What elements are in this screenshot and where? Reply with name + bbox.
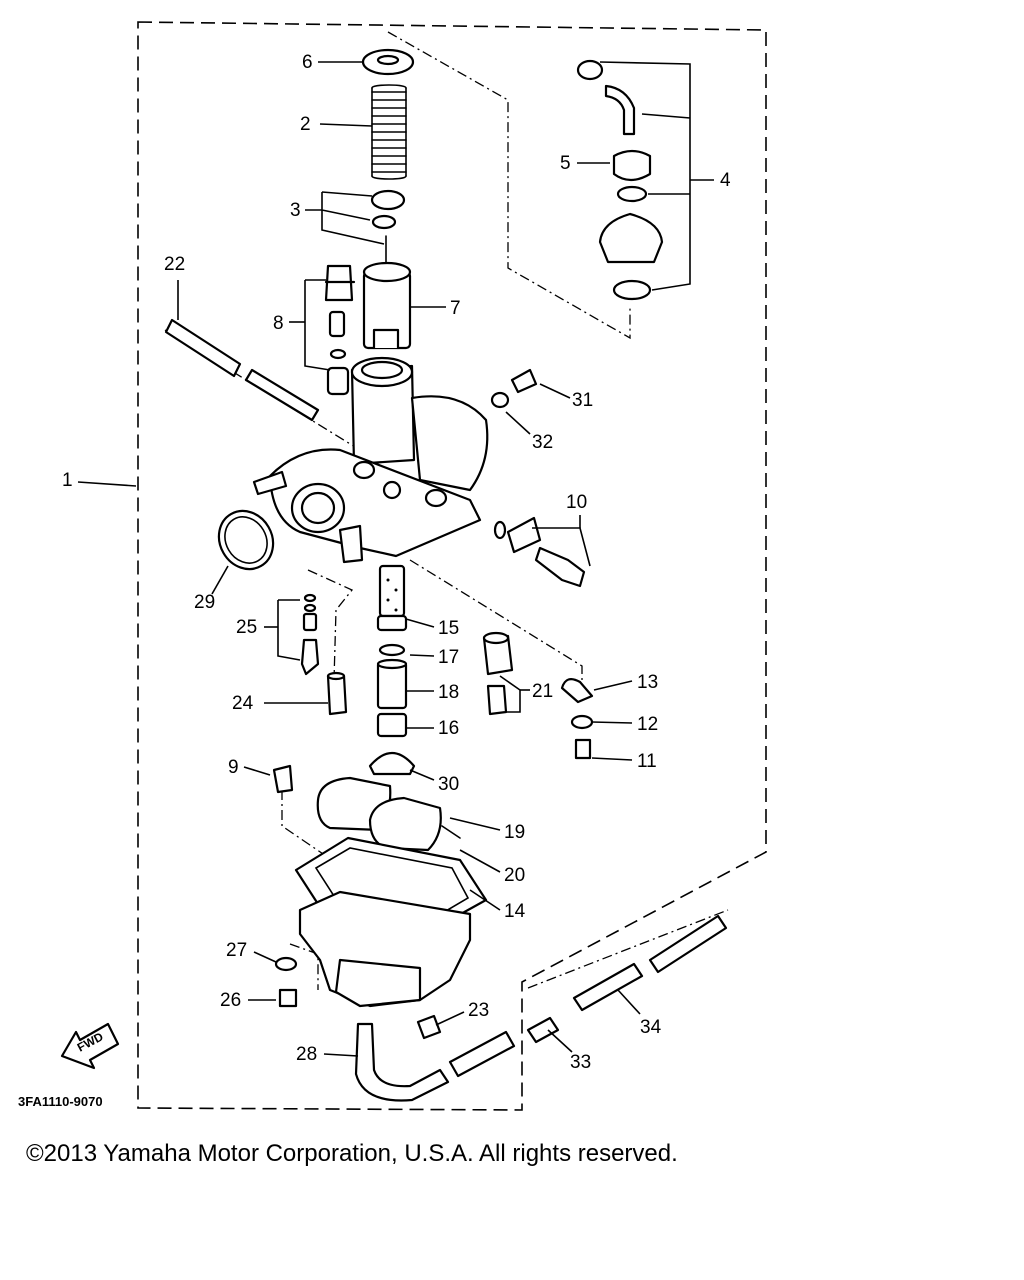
- callout-32: 32: [532, 432, 553, 453]
- callout-4: 4: [720, 170, 731, 191]
- callout-19: 19: [504, 822, 525, 843]
- leader-line-13: [593, 680, 633, 691]
- idle-screw-set: [493, 516, 591, 588]
- leader-line-14: [469, 889, 501, 911]
- callout-25: 25: [236, 617, 257, 638]
- callout-14: 14: [504, 901, 526, 922]
- carburetor-body-part: [252, 356, 489, 564]
- guide-line-bowl: [281, 790, 333, 861]
- overflow-tube-set: [448, 914, 728, 1078]
- callout-34: 34: [640, 1017, 662, 1038]
- callout-20: 20: [504, 865, 525, 886]
- callout-1: 1: [62, 470, 73, 491]
- callout-17: 17: [438, 647, 459, 668]
- callout-9: 9: [228, 757, 239, 778]
- callout-23: 23: [468, 1000, 489, 1021]
- drain-hose-part: [354, 1022, 450, 1102]
- leader-line-9: [243, 766, 271, 776]
- forward-arrow-icon: FWD: [60, 1022, 120, 1070]
- washer-part: [361, 48, 415, 76]
- leader-line-28: [323, 1053, 359, 1057]
- callout-11: 11: [637, 751, 657, 772]
- pilot-screw-set: [277, 593, 320, 676]
- needle-retainer-part: [321, 189, 406, 269]
- callout-8: 8: [273, 313, 284, 334]
- callout-10: 10: [566, 492, 587, 513]
- o-ring-part: [217, 509, 275, 571]
- bowl-drain-screw-part: [416, 1014, 442, 1040]
- leader-line-17: [409, 654, 435, 657]
- leader-line-30: [409, 769, 435, 781]
- guide-line-pipe: [527, 909, 729, 989]
- leader-line-32: [505, 411, 531, 435]
- callout-30: 30: [438, 774, 459, 795]
- drawing-code: 3FA1110-9070: [18, 1094, 103, 1109]
- carburetor-exploded-diagram: FWD 3FA1110-9070 12345678910111213141516…: [18, 21, 767, 1111]
- assembly-boundary: [137, 21, 767, 1111]
- leader-line-34: [617, 989, 641, 1015]
- float-part: [316, 776, 461, 852]
- callout-33: 33: [570, 1052, 591, 1073]
- callout-27: 27: [226, 940, 247, 961]
- throttle-stop-set: [560, 677, 594, 760]
- throttle-spring-part: [371, 84, 407, 180]
- callout-2: 2: [300, 114, 311, 135]
- callout-7: 7: [450, 298, 461, 319]
- guide-line-cap: [387, 31, 631, 340]
- leader-line-33: [547, 1029, 573, 1053]
- leader-line-2: [319, 123, 373, 127]
- top-cap-assembly: [576, 59, 691, 301]
- callout-3: 3: [290, 200, 301, 221]
- leader-line-1: [77, 481, 137, 487]
- leader-line-11: [591, 757, 633, 761]
- callout-29: 29: [194, 592, 215, 613]
- leader-line-29: [211, 565, 229, 595]
- callout-layer: 1234567891011121314151617181920212223242…: [62, 52, 731, 1073]
- callout-18: 18: [438, 682, 459, 703]
- leader-line-27: [253, 951, 277, 963]
- leader-line-19: [449, 817, 501, 831]
- leader-line-12: [591, 721, 633, 724]
- float-bowl-part: [298, 890, 472, 1008]
- vent-hose-part: [164, 318, 320, 422]
- main-jet-stack: [368, 643, 416, 776]
- callout-5: 5: [560, 153, 571, 174]
- leader-line-20: [459, 849, 501, 873]
- needle-jet-part: [376, 564, 408, 632]
- guide-line-pilot: [409, 559, 583, 690]
- leader-line-15: [405, 618, 435, 628]
- starter-plunger-part: [304, 264, 356, 396]
- callout-21: 21: [532, 681, 553, 702]
- guide-line-jets: [307, 569, 354, 681]
- callout-13: 13: [637, 672, 658, 693]
- callout-28: 28: [296, 1044, 317, 1065]
- callout-24: 24: [232, 693, 254, 714]
- callout-16: 16: [438, 718, 459, 739]
- callout-15: 15: [438, 618, 459, 639]
- drain-screw-set: [274, 956, 298, 1008]
- cap-screw-part: [490, 368, 538, 409]
- pilot-jet-part: [326, 671, 348, 716]
- leader-line-23: [435, 1011, 465, 1026]
- copyright-notice: ©2013 Yamaha Motor Corporation, U.S.A. A…: [26, 1140, 678, 1167]
- callout-12: 12: [637, 714, 658, 735]
- callout-31: 31: [572, 390, 593, 411]
- bowl-screw-part: [272, 764, 294, 794]
- float-valve-part: [482, 631, 521, 716]
- leader-line-31: [539, 383, 571, 399]
- callout-6: 6: [302, 52, 313, 73]
- callout-26: 26: [220, 990, 241, 1011]
- callout-22: 22: [164, 254, 185, 275]
- throttle-valve-part: [362, 261, 412, 350]
